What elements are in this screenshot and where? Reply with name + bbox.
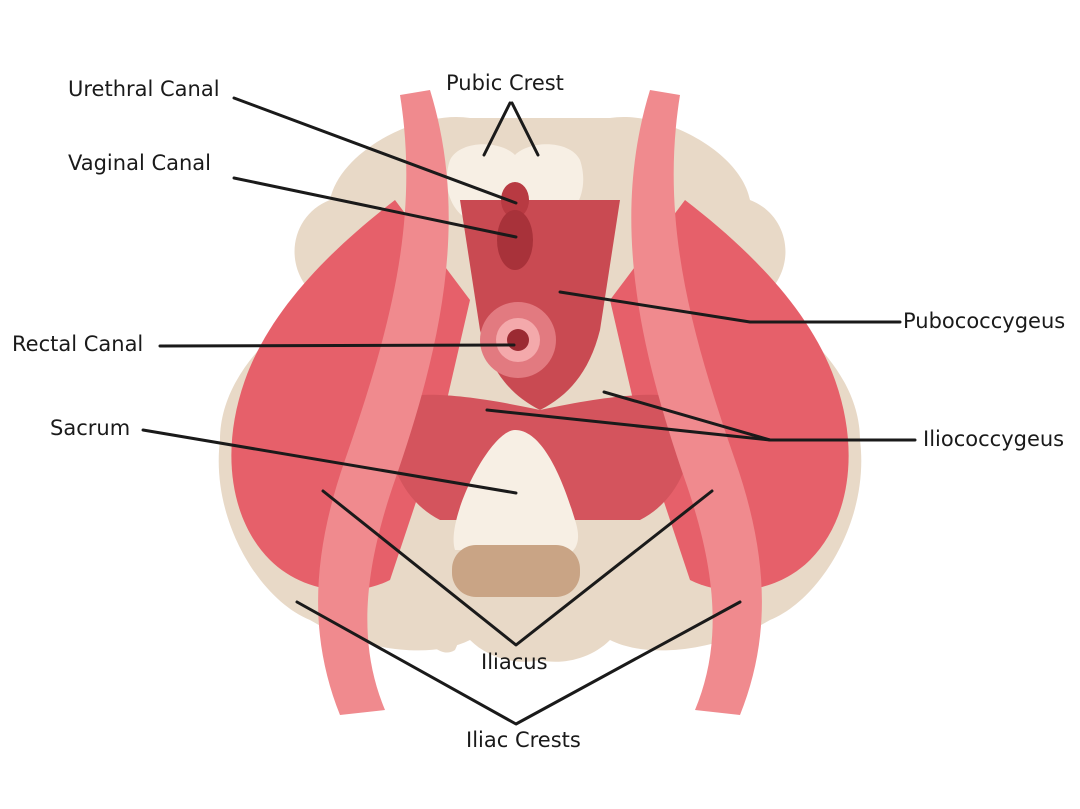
label-vaginal-canal: Vaginal Canal bbox=[68, 153, 211, 174]
label-urethral-canal: Urethral Canal bbox=[68, 79, 220, 100]
label-iliococcygeus: Iliococcygeus bbox=[923, 429, 1064, 450]
label-pubococcygeus: Pubococcygeus bbox=[903, 311, 1065, 332]
vaginal-opening bbox=[497, 210, 533, 270]
coccyx-bone bbox=[452, 545, 580, 597]
label-pubic-crest: Pubic Crest bbox=[446, 73, 564, 94]
rectal-opening bbox=[507, 329, 529, 351]
label-iliacus: Iliacus bbox=[481, 652, 548, 673]
label-iliac-crests: Iliac Crests bbox=[466, 730, 581, 751]
label-rectal-canal: Rectal Canal bbox=[12, 334, 143, 355]
leader-rectal bbox=[160, 345, 514, 346]
label-sacrum: Sacrum bbox=[50, 418, 130, 439]
